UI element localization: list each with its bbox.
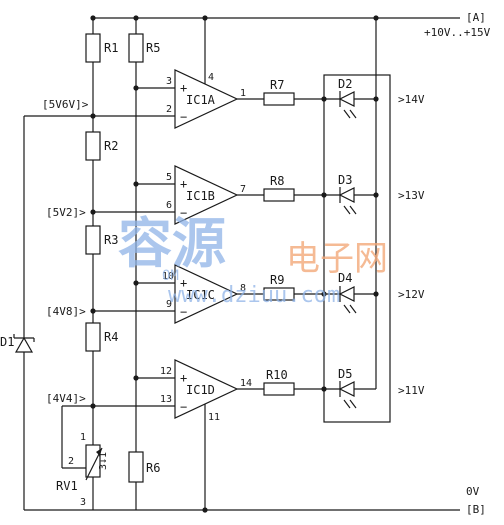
led-d4: D4 >12V: [338, 271, 425, 314]
svg-text:2: 2: [166, 104, 172, 115]
svg-text:12: 12: [160, 366, 172, 377]
resistor-r3: [85, 225, 101, 255]
node-5v2: [5V2]>: [46, 206, 86, 219]
svg-text:+: +: [180, 177, 187, 191]
watermark-cn-big: 容源: [118, 212, 226, 275]
svg-text:−: −: [180, 110, 187, 124]
opamp-ic1b: + − IC1B 5 6 7: [93, 165, 246, 225]
led-d3: D3 >13V: [338, 173, 425, 215]
resistor-r2: [85, 131, 101, 161]
resistor-r10: [263, 382, 295, 396]
svg-text:14: 14: [240, 378, 252, 389]
terminal-a-label: [A]: [466, 11, 486, 24]
potentiometer-rv1: RV1 1 2 3 3↓1: [56, 405, 175, 510]
zener-d1: D1: [0, 115, 93, 510]
svg-text:+: +: [180, 276, 187, 290]
svg-text:3: 3: [166, 76, 172, 87]
led-d5: D5 >11V: [338, 367, 425, 409]
svg-text:+: +: [180, 81, 187, 95]
pot-label: RV1: [56, 479, 78, 493]
led-panel-frame: [323, 74, 391, 423]
opamp-ic1b-label: IC1B: [186, 189, 215, 203]
threshold-14v: >14V: [398, 93, 425, 106]
resistor-r1-label: R1: [104, 41, 118, 55]
svg-text:7: 7: [240, 184, 246, 195]
watermark: 容源 电子网 www.dziuu.com OM: [118, 212, 388, 308]
resistor-r6-label: R6: [146, 461, 160, 475]
pot-wiper-label: 3↓1: [98, 452, 109, 470]
resistor-r3-label: R3: [104, 233, 118, 247]
node-labels: [5V6V]> [5V2]> [4V8]> [4V4]>: [42, 98, 89, 405]
opamp-ic1a: + − IC1A 3 2 1 4: [93, 15, 246, 129]
pot-pin-1: 1: [80, 432, 86, 443]
resistor-r8-label: R8: [270, 174, 284, 188]
opamp-ic1d: + − IC1D 12 13 14 11: [136, 359, 252, 513]
svg-text:1: 1: [240, 88, 246, 99]
resistor-r8: [263, 188, 295, 202]
resistor-r10-label: R10: [266, 368, 288, 382]
led-d4-label: D4: [338, 271, 352, 285]
svg-text:−: −: [180, 400, 187, 414]
divider-chain: R1 R2 R3 R4: [85, 15, 118, 445]
svg-text:5: 5: [166, 172, 172, 183]
svg-text:4: 4: [208, 72, 214, 83]
led-d5-label: D5: [338, 367, 352, 381]
watermark-tag: OM: [162, 268, 179, 284]
node-4v4: [4V4]>: [46, 392, 86, 405]
opamp-ic1c-label: IC1C: [186, 288, 215, 302]
opamp-ic1a-label: IC1A: [186, 93, 216, 107]
svg-text:9: 9: [166, 299, 172, 310]
resistor-r4: [85, 322, 101, 352]
resistor-r5: [128, 33, 144, 63]
resistor-r9-label: R9: [270, 273, 284, 287]
node-5v6: [5V6V]>: [42, 98, 89, 111]
terminal-b: 0V [B]: [466, 485, 486, 516]
svg-text:+: +: [180, 371, 187, 385]
led-panel: [321, 15, 391, 423]
terminal-a: [A] +10V..+15V: [424, 11, 491, 39]
resistor-r1: [85, 33, 101, 63]
output-resistors: R7 R8 R9 R10: [237, 78, 340, 396]
zener-d1-label: D1: [0, 335, 14, 349]
resistor-r5-label: R5: [146, 41, 160, 55]
node-4v8: [4V8]>: [46, 305, 86, 318]
opamp-ic1c: + − IC1C 10 9 8: [93, 264, 246, 324]
svg-text:13: 13: [160, 394, 172, 405]
terminal-a-voltage: +10V..+15V: [424, 26, 491, 39]
svg-text:6: 6: [166, 200, 172, 211]
watermark-cn-small: 电子网: [286, 239, 388, 279]
resistor-r2-label: R2: [104, 139, 118, 153]
pot-pin-3: 3: [80, 497, 86, 508]
terminal-b-voltage: 0V: [466, 485, 480, 498]
svg-text:−: −: [180, 305, 187, 319]
resistor-r6: [128, 451, 144, 483]
threshold-13v: >13V: [398, 189, 425, 202]
threshold-12v: >12V: [398, 288, 425, 301]
svg-text:11: 11: [208, 412, 220, 423]
terminal-b-label: [B]: [466, 503, 486, 516]
pot-pin-2: 2: [68, 456, 74, 467]
threshold-11v: >11V: [398, 384, 425, 397]
watermark-url: www.dziuu.com: [168, 283, 340, 308]
led-d3-label: D3: [338, 173, 352, 187]
svg-text:8: 8: [240, 283, 246, 294]
led-d2: D2 >14V: [338, 77, 425, 119]
resistor-r7: [263, 92, 295, 106]
svg-text:−: −: [180, 206, 187, 220]
resistor-r7-label: R7: [270, 78, 284, 92]
resistor-r4-label: R4: [104, 330, 118, 344]
opamp-ic1d-label: IC1D: [186, 383, 215, 397]
reference-chain: R5 R6: [128, 15, 160, 510]
led-d2-label: D2: [338, 77, 352, 91]
svg-text:10: 10: [162, 271, 174, 282]
